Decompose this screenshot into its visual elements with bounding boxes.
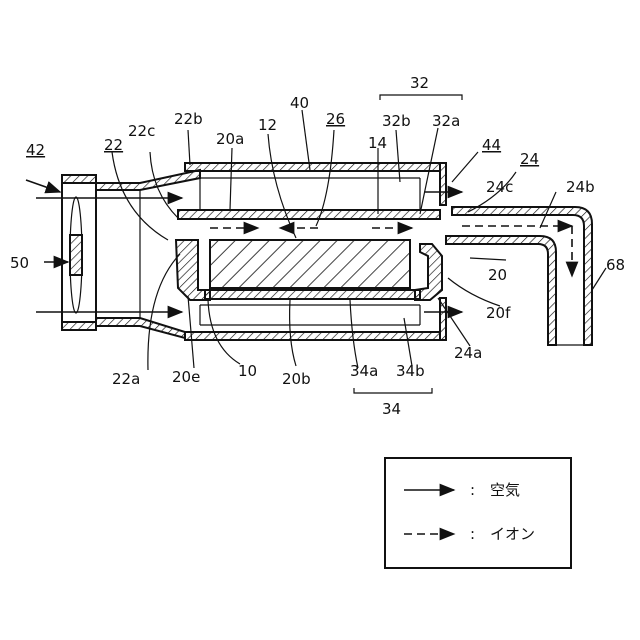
label-22: 22 <box>104 136 123 154</box>
outlet-duct <box>446 207 592 345</box>
label-20e: 20e <box>172 368 200 386</box>
label-12: 12 <box>258 116 277 134</box>
label-34: 34 <box>382 400 401 418</box>
label-44: 44 <box>482 136 501 154</box>
label-50: 50 <box>10 254 29 272</box>
label-20: 20 <box>488 266 507 284</box>
legend-ion-label: イオン <box>490 525 535 543</box>
label-26: 26 <box>326 110 345 128</box>
label-40: 40 <box>290 94 309 112</box>
label-20a: 20a <box>216 130 244 148</box>
legend: : 空気 : イオン <box>385 458 571 568</box>
label-34a: 34a <box>350 362 378 380</box>
label-32: 32 <box>410 74 429 92</box>
label-24b: 24b <box>566 178 595 196</box>
legend-air-colon: : <box>470 481 475 499</box>
label-68: 68 <box>606 256 625 274</box>
label-22b: 22b <box>174 110 203 128</box>
legend-air-label: 空気 <box>490 481 520 499</box>
label-10: 10 <box>238 362 257 380</box>
legend-ion-colon: : <box>470 525 475 543</box>
label-20b: 20b <box>282 370 311 388</box>
label-20f: 20f <box>486 304 511 322</box>
label-24: 24 <box>520 150 539 168</box>
label-24c: 24c <box>486 178 513 196</box>
label-24a: 24a <box>454 344 482 362</box>
label-42: 42 <box>26 141 45 159</box>
label-32b: 32b <box>382 112 411 130</box>
legend-frame <box>385 458 571 568</box>
label-14: 14 <box>368 134 387 152</box>
label-34b: 34b <box>396 362 425 380</box>
fan <box>70 197 82 313</box>
label-22a: 22a <box>112 370 140 388</box>
ion-generator <box>210 240 410 288</box>
label-22c: 22c <box>128 122 155 140</box>
label-32a: 32a <box>432 112 460 130</box>
